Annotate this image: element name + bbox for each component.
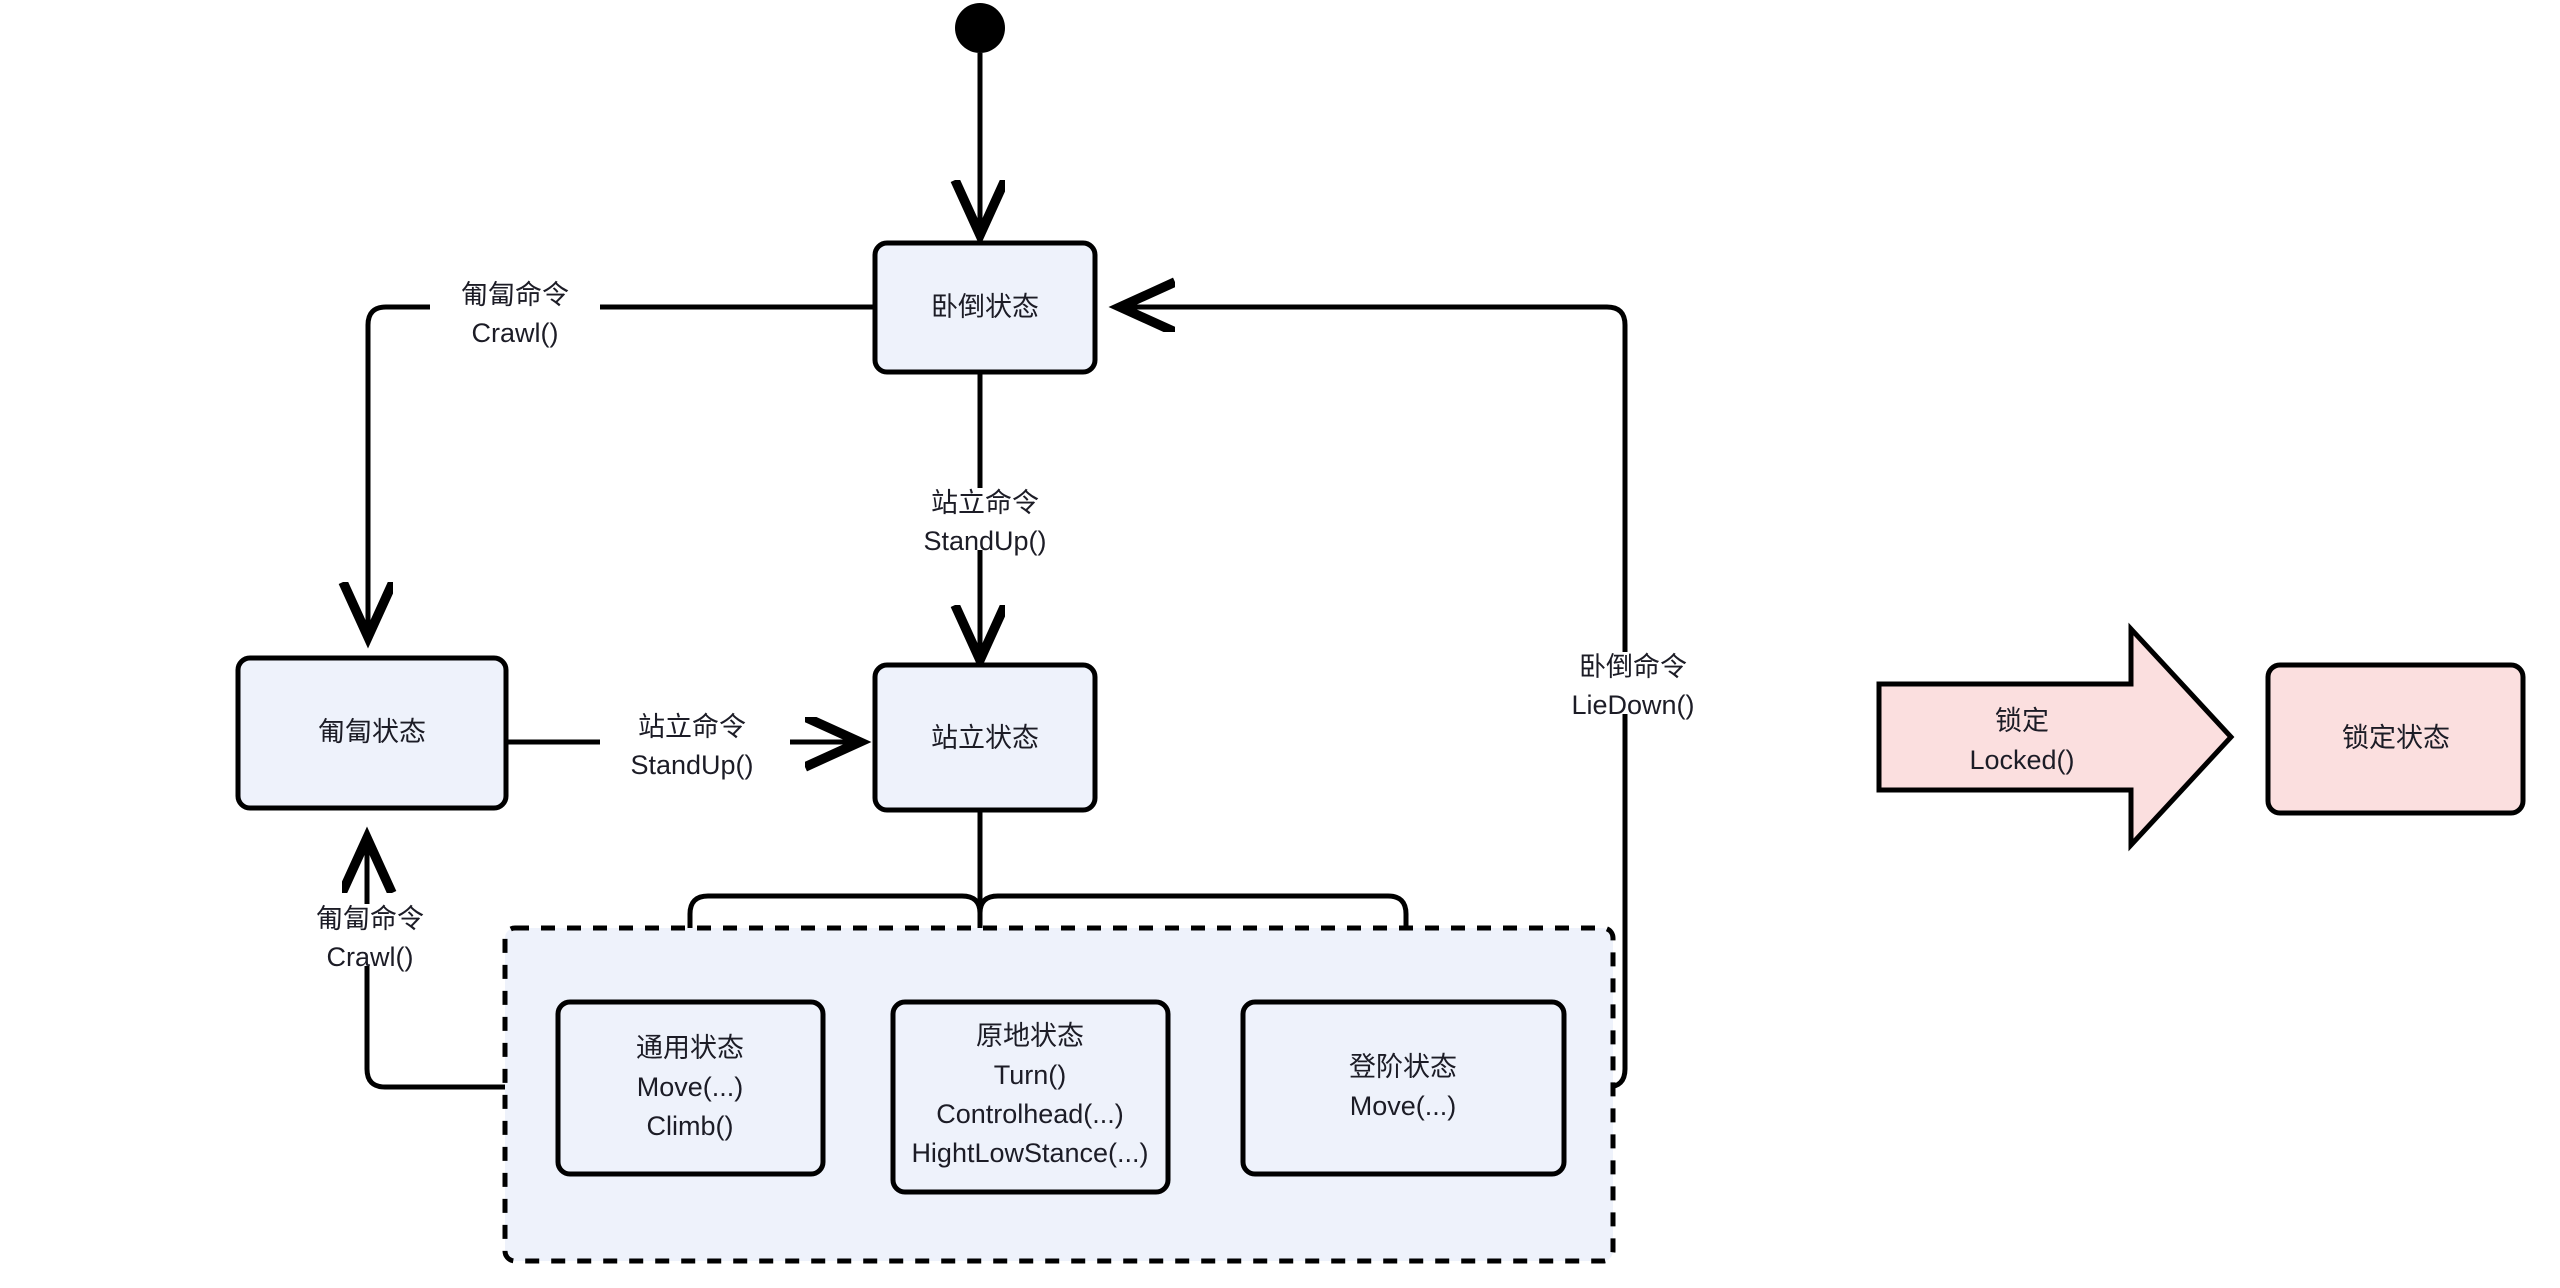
edge-stand-fork-right (977, 810, 1406, 992)
edge-lie-to-crawl (368, 304, 875, 637)
edge-label-lie-to-stand: 站立命令 StandUp() (895, 488, 1075, 556)
state-box-inplace[interactable] (890, 999, 1171, 1195)
state-label-stairs-move: Move(...) (1350, 1091, 1457, 1121)
label-bg (285, 904, 455, 966)
locked-block-arrow[interactable]: 锁定 Locked() (1876, 622, 2235, 852)
edge-label-lie-to-crawl: 匍匐命令 Crawl() (430, 280, 600, 348)
state-node-general[interactable]: 通用状态 Move(...) Climb() (555, 999, 826, 1177)
state-label-general-move: Move(...) (637, 1072, 744, 1102)
locked-arrow-label-cn: 锁定 (1995, 706, 2049, 736)
edge-label-lie-to-crawl-fn: Crawl() (472, 318, 559, 348)
state-box-stairs[interactable] (1240, 999, 1567, 1177)
edge-label-stairs-to-lie: 卧倒命令 LieDown() (1540, 652, 1725, 720)
state-label-inplace-stance: HightLowStance(...) (911, 1138, 1148, 1168)
label-bg (430, 281, 600, 343)
locked-arrow-label-fn: Locked() (1969, 745, 2074, 775)
state-box-lie[interactable] (872, 240, 1098, 375)
edge-label-crawl-to-stand: 站立命令 StandUp() (600, 712, 790, 780)
label-bg (1540, 652, 1725, 714)
state-node-inplace[interactable]: 原地状态 Turn() Controlhead(...) HightLowSta… (890, 999, 1171, 1195)
label-bg (895, 488, 1075, 550)
state-node-stairs[interactable]: 登阶状态 Move(...) (1240, 999, 1567, 1177)
edge-label-lie-to-crawl-cn: 匍匐命令 (461, 280, 569, 310)
initial-state-dot (955, 3, 1005, 53)
state-label-locked: 锁定状态 (2342, 723, 2450, 753)
edge-label-crawl-to-stand-cn: 站立命令 (638, 712, 746, 742)
state-box-general[interactable] (555, 999, 826, 1177)
state-node-locked[interactable]: 锁定状态 (2265, 662, 2526, 816)
state-box-crawl[interactable] (235, 655, 509, 811)
edge-label-lie-to-stand-cn: 站立命令 (931, 488, 1039, 518)
state-node-crawl[interactable]: 匍匐状态 (235, 655, 509, 811)
state-label-stairs-title: 登阶状态 (1349, 1052, 1457, 1082)
edge-label-stairs-to-lie-fn: LieDown() (1571, 690, 1694, 720)
label-bg (600, 712, 790, 774)
state-label-inplace-controlhead: Controlhead(...) (936, 1099, 1124, 1129)
state-node-stand[interactable]: 站立状态 (872, 662, 1098, 813)
edge-label-crawl-to-stand-fn: StandUp() (630, 750, 753, 780)
state-label-inplace-turn: Turn() (994, 1060, 1067, 1090)
state-label-general-title: 通用状态 (636, 1033, 744, 1063)
state-label-crawl: 匍匐状态 (318, 717, 426, 747)
edge-label-lie-to-stand-fn: StandUp() (923, 526, 1046, 556)
state-label-stand: 站立状态 (931, 723, 1039, 753)
state-label-inplace-title: 原地状态 (976, 1021, 1084, 1051)
edge-label-general-to-crawl-fn: Crawl() (327, 942, 414, 972)
state-node-lie[interactable]: 卧倒状态 (872, 240, 1098, 375)
state-box-stand[interactable] (872, 662, 1098, 813)
edge-label-general-to-crawl-cn: 匍匐命令 (316, 904, 424, 934)
state-box-locked[interactable] (2265, 662, 2526, 816)
state-label-general-climb: Climb() (647, 1111, 734, 1141)
state-label-lie: 卧倒状态 (931, 292, 1039, 322)
edge-label-stairs-to-lie-cn: 卧倒命令 (1579, 652, 1687, 682)
edge-general-to-crawl (367, 838, 558, 1090)
edge-label-general-to-crawl: 匍匐命令 Crawl() (285, 904, 455, 972)
locked-arrow-shape[interactable] (1876, 622, 2235, 852)
